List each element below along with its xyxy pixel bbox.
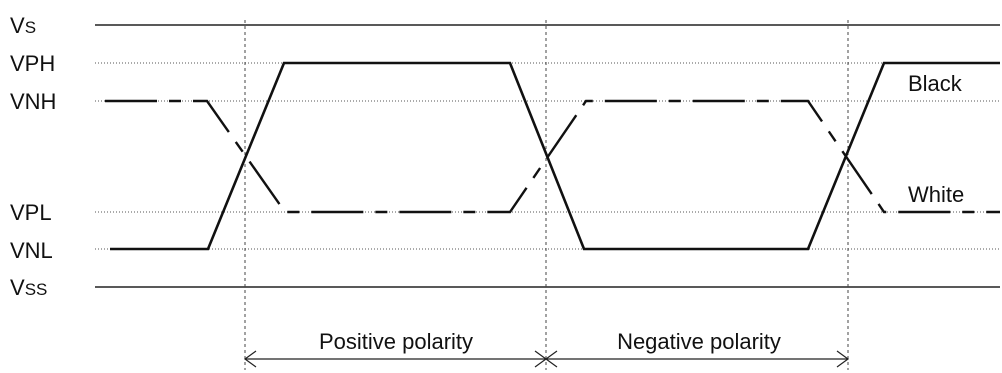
label-positive-polarity: Positive polarity — [319, 329, 473, 354]
negative-polarity-arrow — [544, 350, 850, 368]
label-vph: VPH — [10, 51, 55, 76]
label-black: Black — [908, 71, 963, 96]
label-vs: VS — [10, 13, 36, 38]
label-vpl: VPL — [10, 200, 52, 225]
label-vnh: VNH — [10, 89, 56, 114]
label-vss: VSS — [10, 275, 47, 300]
label-vs-sub: S — [25, 18, 36, 37]
label-white: White — [908, 182, 964, 207]
label-vs-main: V — [10, 13, 25, 38]
black-waveform — [110, 61, 1000, 251]
label-negative-polarity: Negative polarity — [617, 329, 781, 354]
label-vss-sub: SS — [25, 280, 48, 299]
label-vnl: VNL — [10, 238, 53, 263]
label-vss-main: V — [10, 275, 25, 300]
white-waveform — [105, 99, 1000, 214]
